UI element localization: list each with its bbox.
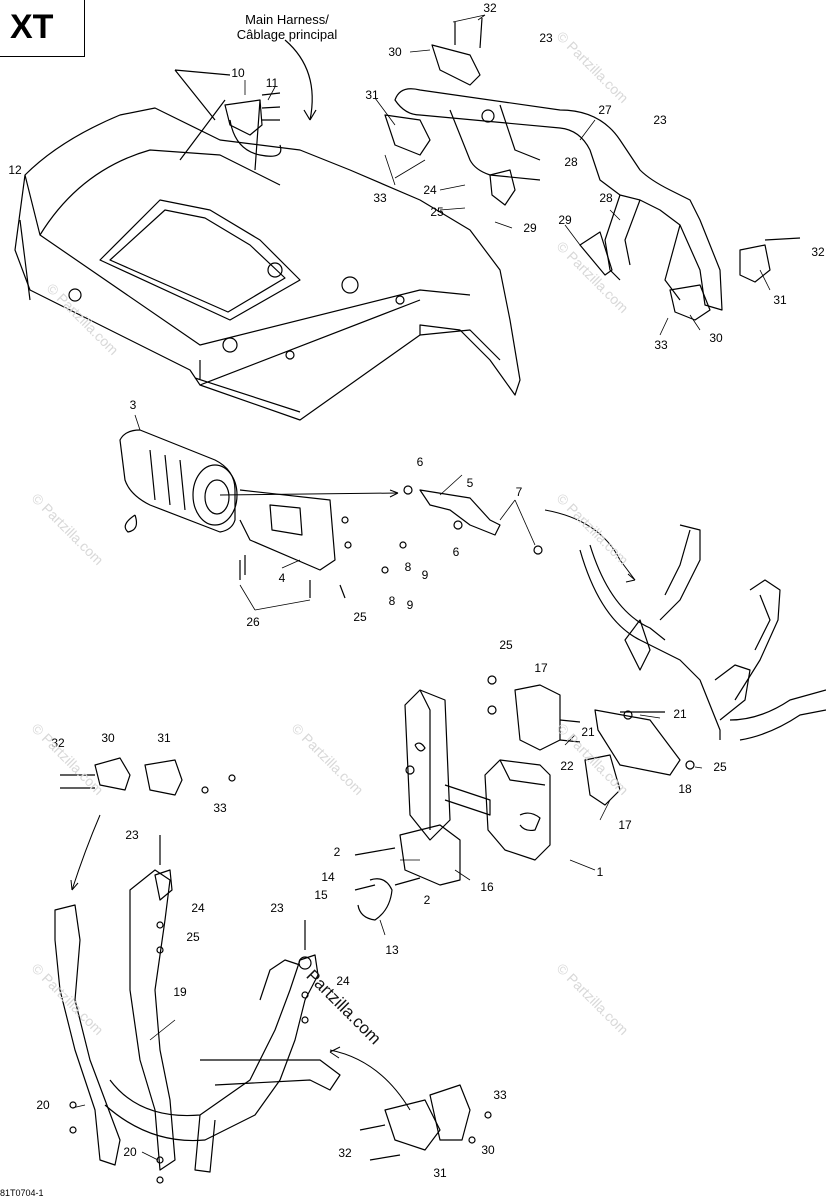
callout-31: 31 [365, 88, 379, 102]
callout-30: 30 [709, 331, 723, 345]
callout-31: 31 [773, 293, 787, 307]
harness-caption-line1: Main Harness/ [245, 12, 329, 27]
callout-24: 24 [191, 901, 205, 915]
winch-assembly [119, 429, 543, 599]
callout-13: 13 [385, 943, 399, 957]
callout-8: 8 [388, 594, 396, 608]
callout-31: 31 [157, 731, 171, 745]
front-bumper [354, 675, 695, 921]
callout-33: 33 [373, 191, 387, 205]
callout-24: 24 [336, 974, 350, 988]
callout-28: 28 [599, 191, 613, 205]
callout-33: 33 [213, 801, 227, 815]
mounting-frame [544, 509, 826, 741]
callout-32: 32 [51, 736, 65, 750]
callout-6: 6 [452, 545, 460, 559]
harness-connector [174, 39, 317, 171]
callout-25: 25 [353, 610, 367, 624]
callout-25: 25 [713, 760, 727, 774]
callout-5: 5 [466, 476, 474, 490]
callout-18: 18 [678, 782, 692, 796]
callout-23: 23 [539, 31, 553, 45]
top-guard-frame [384, 17, 801, 321]
callout-32: 32 [483, 1, 497, 15]
callout-29: 29 [523, 221, 537, 235]
callout-19: 19 [173, 985, 187, 999]
harness-caption-line2: Câblage principal [236, 27, 338, 42]
callout-16: 16 [480, 880, 494, 894]
callout-20: 20 [36, 1098, 50, 1112]
front-fascia [14, 107, 521, 421]
drawing-number: 81T0704-1 [0, 1188, 44, 1198]
harness-caption: Main Harness/ Câblage principal [212, 12, 362, 42]
callout-30: 30 [481, 1143, 495, 1157]
callout-6: 6 [416, 455, 424, 469]
callout-25: 25 [499, 638, 513, 652]
callout-8: 8 [404, 560, 412, 574]
callout-14: 14 [321, 870, 335, 884]
callout-23: 23 [653, 113, 667, 127]
callout-17: 17 [534, 661, 548, 675]
callout-10: 10 [231, 66, 245, 80]
callout-21: 21 [581, 725, 595, 739]
callout-22: 22 [560, 759, 574, 773]
callout-7: 7 [515, 485, 523, 499]
callout-12: 12 [8, 163, 22, 177]
callout-20: 20 [123, 1145, 137, 1159]
callout-26: 26 [246, 615, 260, 629]
callout-17: 17 [618, 818, 632, 832]
callout-32: 32 [811, 245, 825, 259]
callout-24: 24 [423, 183, 437, 197]
callout-2: 2 [423, 893, 431, 907]
callout-21: 21 [673, 707, 687, 721]
callout-30: 30 [388, 45, 402, 59]
callout-29: 29 [558, 213, 572, 227]
clamp-group-left [60, 757, 236, 796]
callout-23: 23 [125, 828, 139, 842]
callout-11: 11 [265, 76, 279, 90]
callout-33: 33 [654, 338, 668, 352]
callout-1: 1 [596, 865, 604, 879]
callout-15: 15 [314, 888, 328, 902]
callout-4: 4 [278, 571, 286, 585]
callout-23: 23 [270, 901, 284, 915]
callout-28: 28 [564, 155, 578, 169]
callout-33: 33 [493, 1088, 507, 1102]
callout-32: 32 [338, 1146, 352, 1160]
callout-2: 2 [333, 845, 341, 859]
lower-guard-frame [54, 814, 492, 1184]
leader-lines [71, 14, 771, 1161]
callout-9: 9 [406, 598, 414, 612]
callout-25: 25 [186, 930, 200, 944]
callout-25: 25 [430, 205, 444, 219]
callout-9: 9 [421, 568, 429, 582]
callout-31: 31 [433, 1166, 447, 1180]
callout-30: 30 [101, 731, 115, 745]
callout-3: 3 [129, 398, 137, 412]
model-badge: XT [0, 0, 85, 57]
model-badge-label: XT [10, 8, 54, 46]
callout-27: 27 [598, 103, 612, 117]
